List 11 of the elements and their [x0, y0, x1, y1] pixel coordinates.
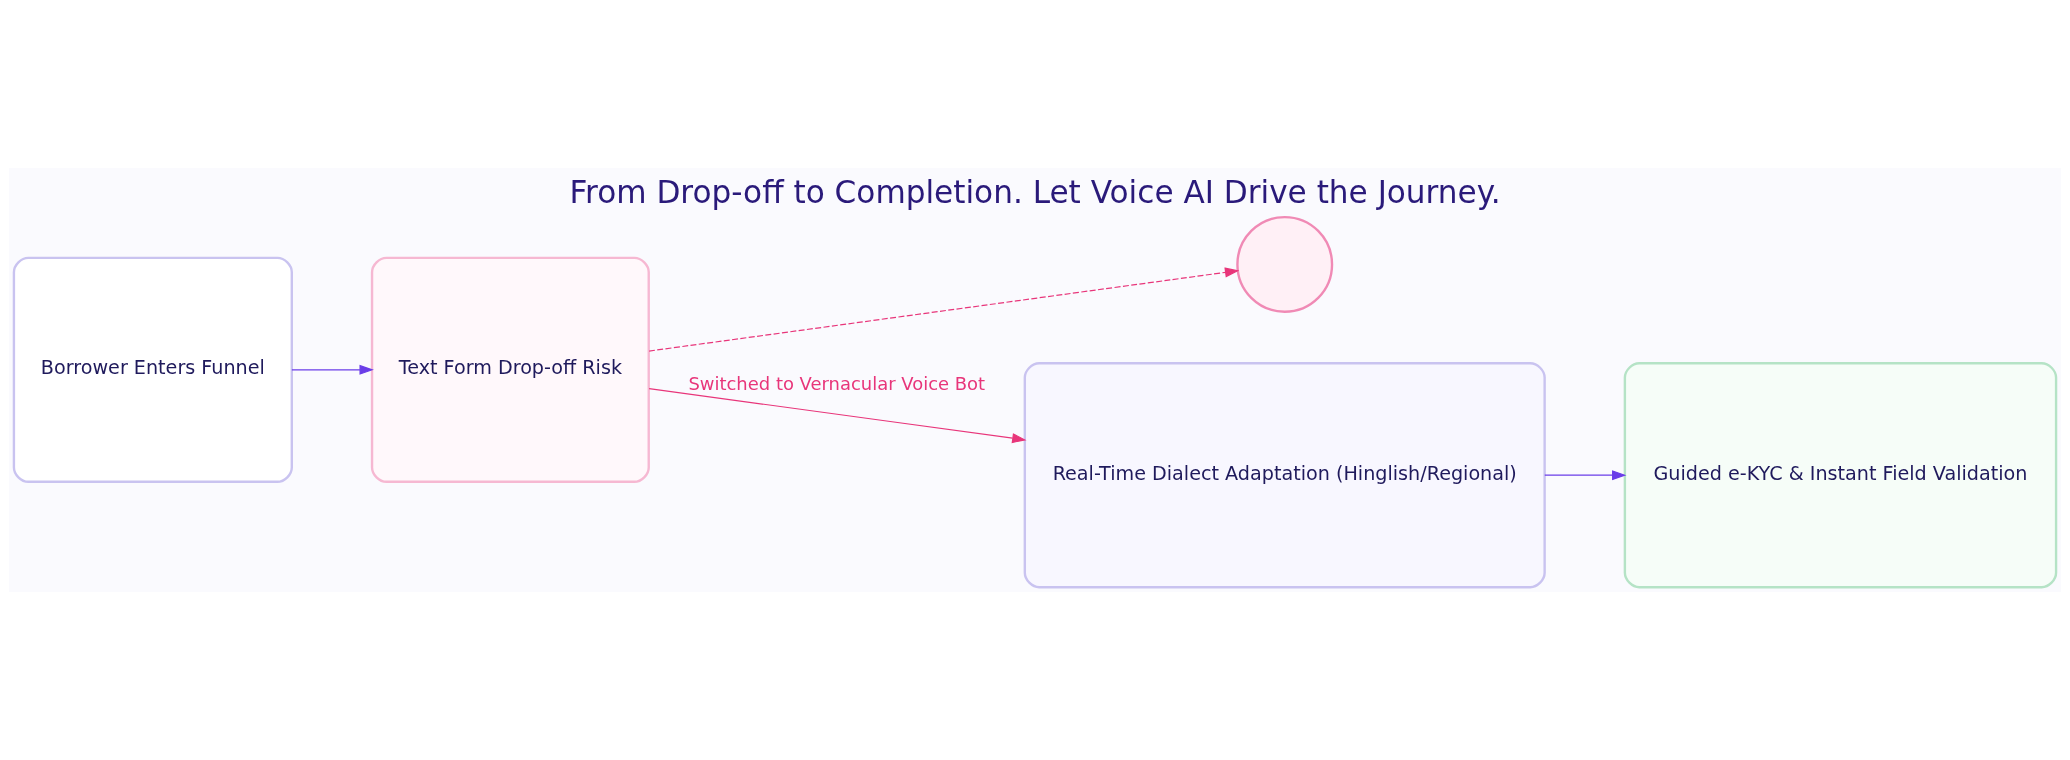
- node-box: Text Form Drop-off Risk: [370, 256, 650, 483]
- arrow: [1544, 470, 1627, 481]
- node-circle: [1236, 215, 1334, 313]
- node-box: Borrower Enters Funnel: [12, 256, 293, 483]
- arrow: [648, 388, 1027, 444]
- diagram-title: From Drop-off to Completion. Let Voice AI Drive the Journey.: [569, 173, 1501, 210]
- arrow: [648, 267, 1240, 352]
- edge-label: Switched to Vernacular Voice Bot: [688, 373, 986, 395]
- arrow: [291, 364, 374, 375]
- node-box: Real-Time Dialect Adaptation (Hinglish/Regional): [1023, 362, 1546, 589]
- node-box: Guided e-KYC & Instant Field Validation: [1623, 362, 2058, 589]
